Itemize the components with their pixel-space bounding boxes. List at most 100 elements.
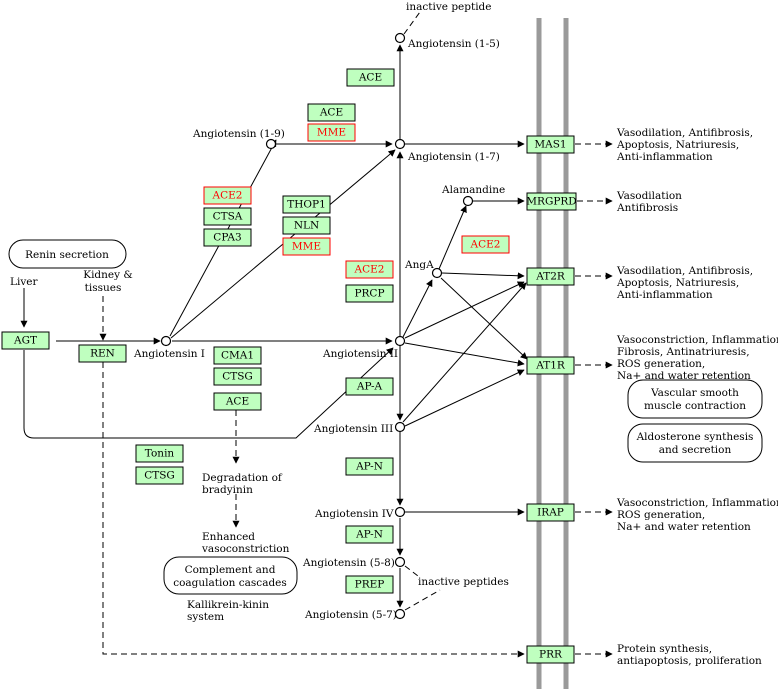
gene-thop1[interactable]: THOP1	[282, 195, 331, 214]
gene-ap-a[interactable]: AP-A	[345, 377, 394, 396]
node-angiotensin-i[interactable]	[160, 335, 172, 347]
svg-text:MAS1: MAS1	[534, 139, 566, 151]
angiotensin-i-label: Angiotensin I	[133, 348, 205, 360]
svg-text:PRR: PRR	[539, 649, 563, 661]
effect-line: ROS generation,	[617, 358, 705, 370]
renin-secretion-box[interactable]: Renin secretion	[8, 239, 127, 269]
vasoconstriction-label: vasoconstriction	[201, 543, 290, 555]
svg-text:Tonin: Tonin	[145, 448, 175, 460]
gene-mme[interactable]: MME	[282, 237, 331, 256]
node-alamandine[interactable]	[462, 195, 474, 207]
svg-text:THOP1: THOP1	[287, 199, 326, 211]
enhanced-label: Enhanced	[202, 531, 255, 543]
gene-ace2[interactable]: ACE2	[461, 235, 510, 254]
svg-text:MME: MME	[317, 127, 346, 139]
node-angiotensin-5-8[interactable]	[394, 556, 406, 568]
svg-text:AP-N: AP-N	[355, 529, 383, 541]
degradation-label: Degradation of	[202, 472, 283, 484]
effect-line: Vasodilation	[616, 190, 682, 202]
svg-text:CTSG: CTSG	[144, 470, 175, 482]
svg-text:ACE: ACE	[319, 107, 343, 119]
angiotensin-1-7-label: Angiotensin (1-7)	[407, 151, 500, 163]
svg-text:ACE: ACE	[225, 396, 249, 408]
complement-coagulation-box[interactable]: Complement and coagulation cascades	[163, 556, 298, 595]
effect-line: Na+ and water retention	[617, 370, 751, 382]
svg-text:CTSG: CTSG	[222, 371, 253, 383]
node-anga[interactable]	[431, 267, 443, 279]
effect-line: ROS generation,	[617, 509, 705, 521]
effect-line: Protein synthesis,	[617, 643, 712, 655]
gene-ctsg[interactable]: CTSG	[135, 466, 184, 485]
inactive-peptides-label: inactive peptides	[418, 576, 509, 588]
gene-mas1[interactable]: MAS1	[526, 135, 575, 154]
gene-prr[interactable]: PRR	[526, 645, 575, 664]
aldosterone-box[interactable]: Aldosterone synthesis and secretion	[627, 423, 763, 463]
gene-ap-n[interactable]: AP-N	[345, 525, 394, 544]
svg-text:MRGPRD: MRGPRD	[526, 196, 576, 208]
aldo-label-2: and secretion	[659, 444, 732, 456]
node-angiotensin-1-5[interactable]	[394, 32, 406, 44]
gene-ace[interactable]: ACE	[346, 68, 395, 87]
effect-line: Fibrosis, Antinatriuresis,	[617, 346, 750, 358]
effect-line: Na+ and water retention	[617, 521, 751, 533]
gene-mrgprd[interactable]: MRGPRD	[526, 192, 577, 211]
svg-text:ACE2: ACE2	[470, 239, 501, 251]
node-angiotensin-iii[interactable]	[394, 421, 406, 433]
svg-text:CMA1: CMA1	[221, 350, 254, 362]
angiotensin-5-7-label: Angiotensin (5-7)	[304, 609, 397, 621]
svg-text:CPA3: CPA3	[213, 232, 241, 244]
gene-at1r[interactable]: AT1R	[526, 356, 575, 375]
irap-effects: Vasoconstriction, Inflammation,ROS gener…	[616, 497, 778, 533]
node-angiotensin-5-7[interactable]	[394, 608, 406, 620]
gene-mme[interactable]: MME	[307, 123, 356, 142]
gene-irap[interactable]: IRAP	[526, 503, 575, 522]
kallikrein-system-label: system	[187, 611, 224, 623]
gene-cpa3[interactable]: CPA3	[203, 228, 252, 247]
inactive-peptide-label: inactive peptide	[406, 1, 492, 13]
node-angiotensin-1-9[interactable]	[265, 138, 277, 150]
gene-ren[interactable]: REN	[78, 344, 127, 363]
effect-line: Vasodilation, Antifibrosis,	[616, 265, 753, 277]
svg-text:NLN: NLN	[294, 220, 319, 232]
angiotensin-ii-label: Angiotensin II	[322, 348, 398, 360]
tissues-label: tissues	[85, 282, 122, 294]
node-angiotensin-ii[interactable]	[394, 335, 406, 347]
gene-ctsa[interactable]: CTSA	[203, 207, 252, 226]
gene-ace[interactable]: ACE	[307, 103, 356, 122]
svg-text:ACE2: ACE2	[212, 190, 243, 202]
effect-line: Anti-inflammation	[616, 151, 713, 163]
gene-ace2[interactable]: ACE2	[345, 260, 394, 279]
angiotensin-1-5-label: Angiotensin (1-5)	[407, 38, 500, 50]
node-angiotensin-iv[interactable]	[394, 506, 406, 518]
gene-cma1[interactable]: CMA1	[213, 346, 262, 365]
svg-text:PRCP: PRCP	[354, 288, 384, 300]
effect-line: Apoptosis, Natriuresis,	[616, 277, 739, 289]
gene-tonin[interactable]: Tonin	[135, 444, 184, 463]
svg-text:PREP: PREP	[355, 579, 385, 591]
effect-line: Vasoconstriction, Inflammation,	[616, 334, 778, 346]
effect-line: Apoptosis, Natriuresis,	[616, 139, 739, 151]
gene-nln[interactable]: NLN	[282, 216, 331, 235]
complement-label-2: coagulation cascades	[173, 577, 287, 589]
gene-prcp[interactable]: PRCP	[345, 284, 394, 303]
svg-text:CTSA: CTSA	[213, 211, 243, 223]
vascular-smooth-muscle-box[interactable]: Vascular smooth muscle contraction	[627, 379, 763, 419]
effect-line: Vasodilation, Antifibrosis,	[616, 127, 753, 139]
gene-ap-n[interactable]: AP-N	[345, 457, 394, 476]
svg-text:AT2R: AT2R	[535, 271, 566, 283]
kallikrein-label: Kallikrein-kinin	[187, 599, 269, 611]
gene-ace[interactable]: ACE	[213, 392, 262, 411]
gene-prep[interactable]: PREP	[345, 575, 394, 594]
mas1-effects: Vasodilation, Antifibrosis,Apoptosis, Na…	[616, 127, 753, 163]
svg-text:IRAP: IRAP	[537, 507, 564, 519]
gene-agt[interactable]: AGT	[1, 331, 50, 350]
angiotensin-1-9-label: Angiotensin (1-9)	[192, 128, 285, 140]
effect-line: Vasoconstriction, Inflammation,	[616, 497, 778, 509]
effect-line: Antifibrosis	[616, 202, 678, 214]
gene-ace2[interactable]: ACE2	[203, 186, 252, 205]
gene-at2r[interactable]: AT2R	[526, 267, 575, 286]
gene-ctsg[interactable]: CTSG	[213, 367, 262, 386]
svg-text:ACE2: ACE2	[354, 264, 385, 276]
node-angiotensin-1-7[interactable]	[394, 138, 406, 150]
